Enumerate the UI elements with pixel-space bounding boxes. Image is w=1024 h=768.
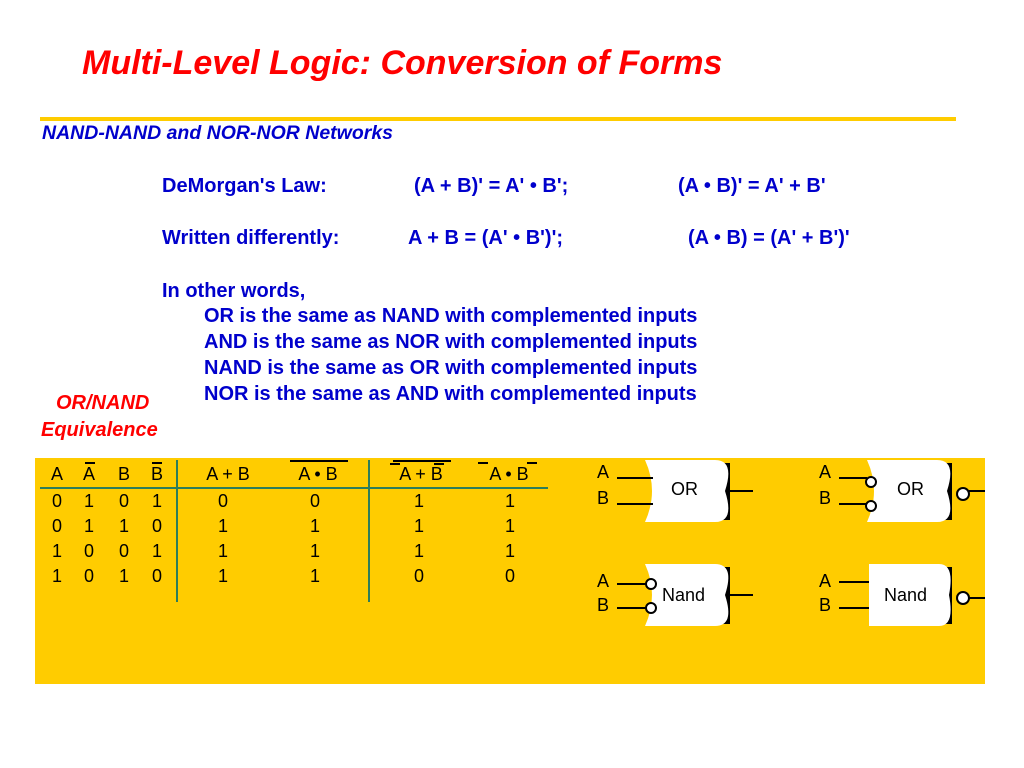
table-header-complement: A	[82, 464, 95, 484]
table-cell: 1	[83, 516, 94, 536]
complement-bar	[152, 462, 162, 464]
table-header-complement: A • B	[298, 464, 338, 484]
table-cell: 1	[118, 516, 129, 536]
demorgan-eq2: (A • B)' = A' + B'	[678, 175, 826, 197]
gate-input-label: A	[597, 571, 610, 591]
gate-input-label: B	[597, 488, 610, 508]
complement-bar	[390, 463, 400, 465]
equivalence-line: AND is the same as NOR with complemented…	[204, 331, 698, 353]
table-header-rule	[40, 487, 548, 489]
section-subtitle: NAND-NAND and NOR-NOR Networks	[42, 122, 394, 144]
table-cell: 1	[151, 491, 162, 511]
table-cell: 1	[217, 516, 228, 536]
equivalence-line: OR is the same as NAND with complemented…	[204, 305, 698, 327]
table-cell: 0	[309, 491, 320, 511]
table-cell: 0	[504, 566, 515, 586]
truth-table-panel: A A B B A + B A • B A + B A • B 0 1 0 1 …	[35, 458, 985, 684]
written-label: Written differently:	[162, 227, 340, 249]
table-cell: 1	[151, 541, 162, 561]
table-column-rule	[368, 460, 370, 602]
gate-input-label: A	[597, 462, 610, 482]
complement-bar	[434, 463, 444, 465]
or-gate	[617, 460, 753, 522]
complement-bar	[85, 462, 95, 464]
table-cell: 1	[118, 566, 129, 586]
equivalence-line: NOR is the same as AND with complemented…	[204, 383, 697, 405]
table-cell: 1	[413, 541, 424, 561]
table-cell: 0	[51, 516, 62, 536]
table-cell: 0	[83, 566, 94, 586]
table-header: A + B	[206, 464, 250, 484]
side-label-line2: Equivalence	[41, 419, 158, 441]
complement-bar	[290, 460, 348, 462]
table-cell: 1	[504, 516, 515, 536]
gate-input-label: B	[597, 595, 610, 615]
written-eq1: A + B = (A' • B')';	[408, 227, 563, 249]
table-cell: 1	[217, 566, 228, 586]
table-column-rule	[176, 460, 178, 602]
gate-type-label: Nand	[662, 585, 706, 605]
table-header: A • B	[489, 464, 529, 484]
table-cell: 0	[217, 491, 228, 511]
table-cell: 1	[413, 516, 424, 536]
nand-gate-inverted-inputs	[617, 564, 753, 626]
table-cell: 1	[309, 541, 320, 561]
equivalence-line: NAND is the same as OR with complemented…	[204, 357, 698, 379]
table-cell: 0	[151, 516, 162, 536]
gate-type-label: OR	[671, 479, 698, 499]
table-header: A	[50, 464, 63, 484]
table-cell: 1	[51, 541, 62, 561]
table-cell: 1	[504, 541, 515, 561]
other-words-intro: In other words,	[162, 280, 306, 302]
gate-input-label: B	[819, 595, 832, 615]
nand-gate	[839, 564, 985, 626]
page-title: Multi-Level Logic: Conversion of Forms	[82, 44, 723, 82]
table-header-complement: B	[150, 464, 163, 484]
complement-bar	[527, 462, 537, 464]
table-cell: 0	[151, 566, 162, 586]
title-underline	[40, 117, 956, 121]
table-cell: 1	[51, 566, 62, 586]
gate-type-label: OR	[897, 479, 924, 499]
gate-input-label: A	[819, 462, 832, 482]
gate-input-label: A	[819, 571, 832, 591]
table-cell: 0	[413, 566, 424, 586]
table-cell: 1	[83, 491, 94, 511]
table-cell: 1	[504, 491, 515, 511]
table-cell: 0	[118, 541, 129, 561]
gate-type-label: Nand	[884, 585, 928, 605]
complement-bar	[478, 462, 488, 464]
demorgan-eq1: (A + B)' = A' • B';	[414, 175, 569, 197]
table-cell: 1	[413, 491, 424, 511]
gate-input-label: B	[819, 488, 832, 508]
demorgan-label: DeMorgan's Law:	[162, 175, 327, 197]
table-cell: 0	[118, 491, 129, 511]
table-cell: 0	[51, 491, 62, 511]
table-cell: 1	[217, 541, 228, 561]
table-header-complement: A + B	[399, 464, 443, 484]
or-gate-inverted	[839, 460, 985, 522]
table-cell: 1	[309, 566, 320, 586]
table-header: B	[117, 464, 130, 484]
table-cell: 1	[309, 516, 320, 536]
complement-bar	[393, 460, 451, 462]
table-cell: 0	[83, 541, 94, 561]
written-eq2: (A • B) = (A' + B')'	[688, 227, 850, 249]
side-label-line1: OR/NAND	[56, 392, 150, 414]
